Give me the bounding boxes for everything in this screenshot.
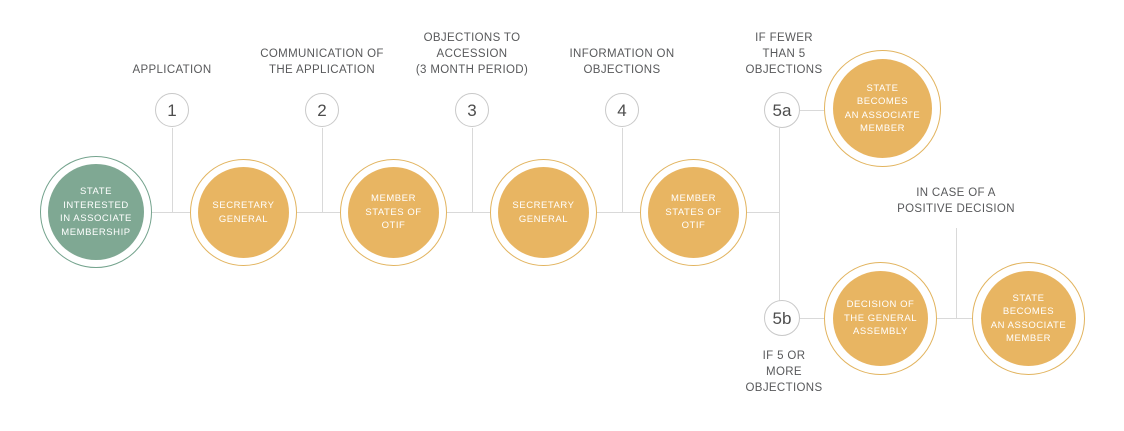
caption-information: INFORMATION ON OBJECTIONS	[569, 48, 675, 76]
node-outer-ring	[340, 159, 447, 266]
connector-sg2-to-ms2	[592, 212, 640, 213]
node-label: STATE BECOMES AN ASSOCIATE MEMBER	[844, 82, 921, 135]
step-badge-1[interactable]: 1	[155, 93, 189, 127]
node-label: MEMBER STATES OF OTIF	[365, 193, 422, 232]
step-badge-5b[interactable]: 5b	[764, 300, 800, 336]
connector-assembly-to-associate-member	[936, 318, 976, 319]
step-number: 1	[167, 100, 177, 120]
step-number: 5a	[772, 100, 792, 120]
node-outer-ring	[490, 159, 597, 266]
node-outer-ring	[972, 262, 1085, 375]
step-number: 3	[467, 100, 477, 120]
node-associate-member-b[interactable]: STATE BECOMES AN ASSOCIATE MEMBER	[972, 262, 1085, 375]
node-label: STATE INTERESTED IN ASSOCIATE MEMBERSHIP	[60, 186, 132, 238]
connector-branch-vertical	[779, 128, 780, 318]
node-fill: MEMBER STATES OF OTIF	[648, 167, 739, 258]
step-badge-2[interactable]: 2	[305, 93, 339, 127]
caption-objections: OBJECTIONS TO ACCESSION (3 MONTH PERIOD)	[415, 32, 529, 76]
node-fill: MEMBER STATES OF OTIF	[348, 167, 439, 258]
node-secretary-general-2[interactable]: SECRETARY GENERAL	[490, 159, 597, 266]
connector-ms1-to-sg2	[442, 212, 490, 213]
connector-step4-stem	[622, 128, 623, 212]
connector-state-to-sg1	[148, 212, 196, 213]
node-associate-member-a[interactable]: STATE BECOMES AN ASSOCIATE MEMBER	[824, 50, 941, 167]
step-badge-3[interactable]: 3	[455, 93, 489, 127]
connector-positive-decision-stem	[956, 228, 957, 318]
node-label: MEMBER STATES OF OTIF	[665, 193, 722, 232]
step-number: 4	[617, 100, 627, 120]
caption-communication: COMMUNICATION OF THE APPLICATION	[260, 48, 384, 76]
step-badge-5a[interactable]: 5a	[764, 92, 800, 128]
node-outer-ring	[40, 156, 152, 268]
node-fill: STATE INTERESTED IN ASSOCIATE MEMBERSHIP	[48, 164, 144, 260]
node-fill: STATE BECOMES AN ASSOCIATE MEMBER	[981, 271, 1076, 366]
node-general-assembly[interactable]: DECISION OF THE GENERAL ASSEMBLY	[824, 262, 937, 375]
connector-5a-to-associate-member	[800, 110, 828, 111]
caption-application: APPLICATION	[132, 64, 212, 76]
node-outer-ring	[824, 50, 941, 167]
node-label: SECRETARY GENERAL	[512, 200, 575, 225]
node-state-interested[interactable]: STATE INTERESTED IN ASSOCIATE MEMBERSHIP	[40, 156, 152, 268]
caption-if-5-or-more: IF 5 OR MORE OBJECTIONS	[745, 350, 823, 394]
connector-step3-stem	[472, 128, 473, 212]
caption-if-fewer-than-5: IF FEWER THAN 5 OBJECTIONS	[745, 32, 823, 76]
node-label: DECISION OF THE GENERAL ASSEMBLY	[843, 299, 918, 338]
node-label: SECRETARY GENERAL	[212, 200, 275, 225]
step-number: 2	[317, 100, 327, 120]
connector-ms2-to-branch	[742, 212, 780, 213]
connector-5b-to-general-assembly	[800, 318, 828, 319]
connector-step1-stem	[172, 128, 173, 212]
node-fill: SECRETARY GENERAL	[498, 167, 589, 258]
node-outer-ring	[640, 159, 747, 266]
node-fill: SECRETARY GENERAL	[198, 167, 289, 258]
node-label: STATE BECOMES AN ASSOCIATE MEMBER	[990, 292, 1067, 345]
step-number: 5b	[772, 308, 792, 328]
connector-sg1-to-ms1	[292, 212, 340, 213]
node-outer-ring	[824, 262, 937, 375]
caption-positive-decision: IN CASE OF A POSITIVE DECISION	[897, 187, 1015, 215]
node-fill: STATE BECOMES AN ASSOCIATE MEMBER	[833, 59, 932, 158]
node-member-states-1[interactable]: MEMBER STATES OF OTIF	[340, 159, 447, 266]
node-secretary-general-1[interactable]: SECRETARY GENERAL	[190, 159, 297, 266]
connector-step2-stem	[322, 128, 323, 212]
node-fill: DECISION OF THE GENERAL ASSEMBLY	[833, 271, 928, 366]
node-outer-ring	[190, 159, 297, 266]
node-member-states-2[interactable]: MEMBER STATES OF OTIF	[640, 159, 747, 266]
step-badge-4[interactable]: 4	[605, 93, 639, 127]
